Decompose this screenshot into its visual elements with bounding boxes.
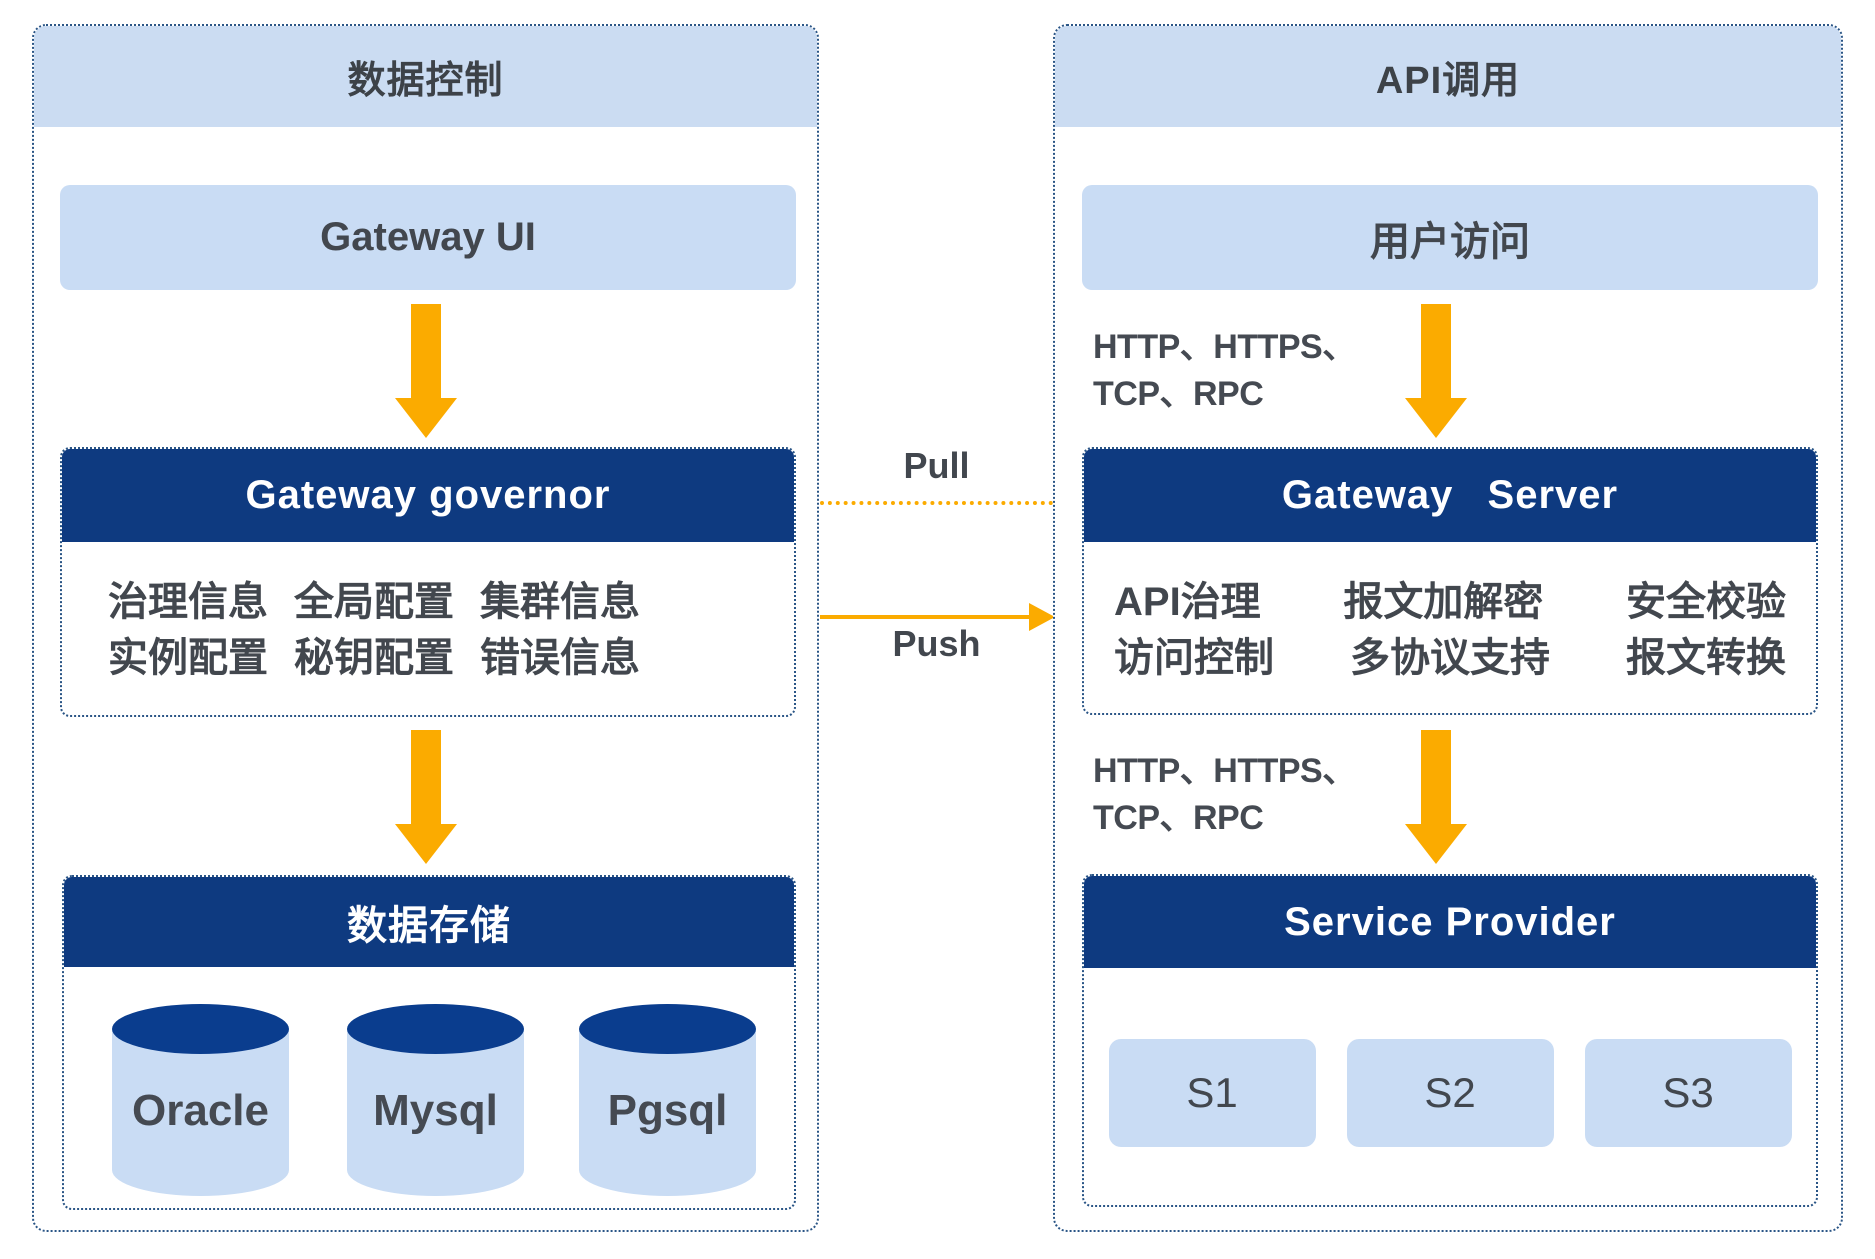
user-access-box: 用户访问	[1082, 185, 1818, 290]
data-storage-box: 数据存储 Oracle Mysql Pgsql	[62, 875, 796, 1210]
service-provider-title: Service Provider	[1284, 899, 1616, 944]
gateway-server-items: API治理 报文加解密 安全校验 访问控制 多协议支持 报文转换	[1084, 542, 1816, 682]
down-arrow-icon	[1405, 730, 1467, 864]
api-call-title-bar: API调用	[1055, 26, 1841, 127]
database-cylinder-icon: Oracle	[112, 1004, 289, 1196]
service-row: S1 S2 S3	[1084, 1039, 1816, 1147]
governor-item: 秘钥配置	[294, 636, 454, 680]
push-arrow-line	[820, 615, 1032, 619]
server-item: 安全校验	[1626, 580, 1786, 624]
cylinder-top	[112, 1004, 289, 1054]
server-item: 报文转换	[1626, 636, 1786, 680]
push-arrow-head	[1029, 603, 1055, 631]
data-storage-title: 数据存储	[347, 904, 511, 948]
governor-item: 错误信息	[480, 636, 640, 680]
database-label: Pgsql	[607, 1086, 728, 1135]
service-box: S3	[1584, 1039, 1792, 1147]
data-control-title-bar: 数据控制	[34, 26, 817, 127]
gateway-ui-label: Gateway UI	[320, 215, 536, 259]
protocols-label-bottom: HTTP、HTTPS、 TCP、RPC	[1093, 748, 1356, 842]
database-label: Mysql	[373, 1086, 498, 1135]
governor-item: 治理信息	[108, 580, 268, 624]
gateway-governor-header: Gateway governor	[62, 449, 794, 542]
gateway-server-box: Gateway Server API治理 报文加解密 安全校验 访问控制 多协议…	[1082, 447, 1818, 715]
down-arrow-icon	[394, 730, 457, 864]
gateway-ui-box: Gateway UI	[60, 185, 796, 290]
api-call-title: API调用	[1375, 60, 1521, 102]
arrow-shaft	[410, 730, 441, 824]
data-control-title: 数据控制	[347, 60, 504, 102]
api-call-panel: API调用 用户访问 HTTP、HTTPS、 TCP、RPC Gateway S…	[1053, 24, 1843, 1232]
cylinder-top	[579, 1004, 756, 1054]
arrow-head	[394, 824, 457, 864]
governor-row-2: 实例配置 秘钥配置 错误信息	[108, 626, 794, 682]
gateway-governor-title: Gateway governor	[245, 473, 611, 517]
gateway-governor-items: 治理信息 全局配置 集群信息 实例配置 秘钥配置 错误信息	[62, 542, 794, 682]
governor-item: 全局配置	[294, 580, 454, 624]
service-provider-box: Service Provider S1 S2 S3	[1082, 874, 1818, 1207]
cylinder-body	[347, 1029, 524, 1196]
governor-item: 集群信息	[480, 580, 640, 624]
gateway-server-title: Gateway Server	[1281, 473, 1619, 517]
protocols-line: HTTP、HTTPS、	[1093, 328, 1356, 366]
server-row-1: API治理 报文加解密 安全校验	[1114, 570, 1786, 626]
pull-dotted-line	[820, 501, 1053, 505]
arrow-head	[1405, 824, 1467, 864]
push-label: Push	[892, 623, 981, 664]
pull-label: Pull	[903, 445, 970, 486]
protocols-line: HTTP、HTTPS、	[1093, 752, 1356, 790]
service-provider-header: Service Provider	[1084, 876, 1816, 968]
arrow-head	[1405, 398, 1467, 438]
database-label: Oracle	[132, 1086, 269, 1135]
server-item: 报文加解密	[1343, 580, 1544, 624]
governor-item: 实例配置	[108, 636, 268, 680]
arrow-shaft	[1421, 304, 1451, 398]
cylinder-top	[347, 1004, 524, 1054]
data-storage-header: 数据存储	[64, 877, 794, 967]
gateway-governor-box: Gateway governor 治理信息 全局配置 集群信息 实例配置 秘钥配…	[60, 447, 796, 717]
cylinder-body	[579, 1029, 756, 1196]
protocols-line: TCP、RPC	[1093, 799, 1264, 837]
arrow-head	[394, 398, 457, 438]
data-control-panel: 数据控制 Gateway UI Gateway governor 治理信息 全局…	[32, 24, 819, 1232]
governor-row-1: 治理信息 全局配置 集群信息	[108, 570, 794, 626]
service-box: S1	[1108, 1039, 1316, 1147]
protocols-line: TCP、RPC	[1093, 375, 1264, 413]
protocols-label-top: HTTP、HTTPS、 TCP、RPC	[1093, 324, 1356, 418]
service-box: S2	[1346, 1039, 1554, 1147]
database-cylinder-icon: Pgsql	[579, 1004, 756, 1196]
down-arrow-icon	[394, 304, 457, 438]
database-cylinder-icon: Mysql	[347, 1004, 524, 1196]
server-item: 访问控制	[1114, 636, 1274, 680]
server-row-2: 访问控制 多协议支持 报文转换	[1114, 626, 1786, 682]
user-access-label: 用户访问	[1370, 219, 1530, 264]
gateway-server-header: Gateway Server	[1084, 449, 1816, 542]
arrow-shaft	[1421, 730, 1451, 824]
server-item: 多协议支持	[1350, 636, 1550, 680]
server-item: API治理	[1114, 580, 1261, 624]
arrow-shaft	[410, 304, 441, 398]
cylinder-body	[112, 1029, 289, 1196]
down-arrow-icon	[1405, 304, 1467, 438]
